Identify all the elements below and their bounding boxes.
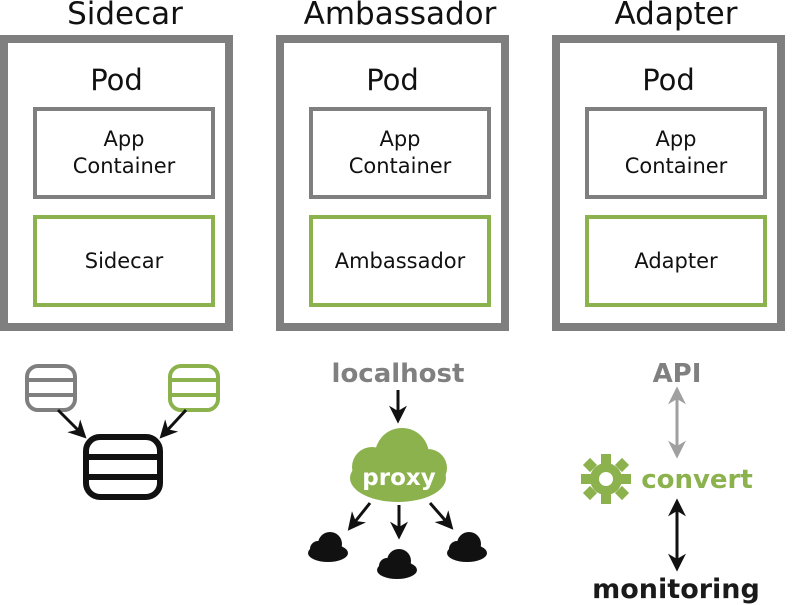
arrow-icon [347,502,454,540]
cloud-icon [308,532,348,562]
gear-icon [581,454,631,504]
api-label: API [653,359,702,389]
app-container-box: App Container [33,107,215,199]
pod-label: Pod [366,63,419,97]
cloud-icon [377,549,417,579]
database-icon [83,434,163,500]
adapter-pod: Pod App Container Adapter [552,35,785,331]
database-icon [168,364,220,412]
localhost-label: localhost [332,359,465,389]
adapter-title: Adapter [614,0,738,32]
ambassador-title: Ambassador [303,0,497,32]
cloud-icon [447,532,487,562]
sidecar-pod: Pod App Container Sidecar [0,35,233,331]
convert-label: convert [641,465,753,495]
app-container-box: App Container [585,107,767,199]
pod-label: Pod [90,63,143,97]
adapter-container-box: Adapter [585,215,767,307]
pod-label: Pod [642,63,695,97]
app-container-box: App Container [309,107,491,199]
database-icon [25,364,77,412]
sidecar-title: Sidecar [67,0,183,32]
sidecar-container-box: Sidecar [33,215,215,307]
ambassador-pod: Pod App Container Ambassador [276,35,509,331]
ambassador-container-box: Ambassador [309,215,491,307]
cloud-icon [350,428,447,502]
proxy-label: proxy [362,465,435,491]
arrow-icon [56,408,188,439]
monitoring-label: monitoring [592,574,760,605]
